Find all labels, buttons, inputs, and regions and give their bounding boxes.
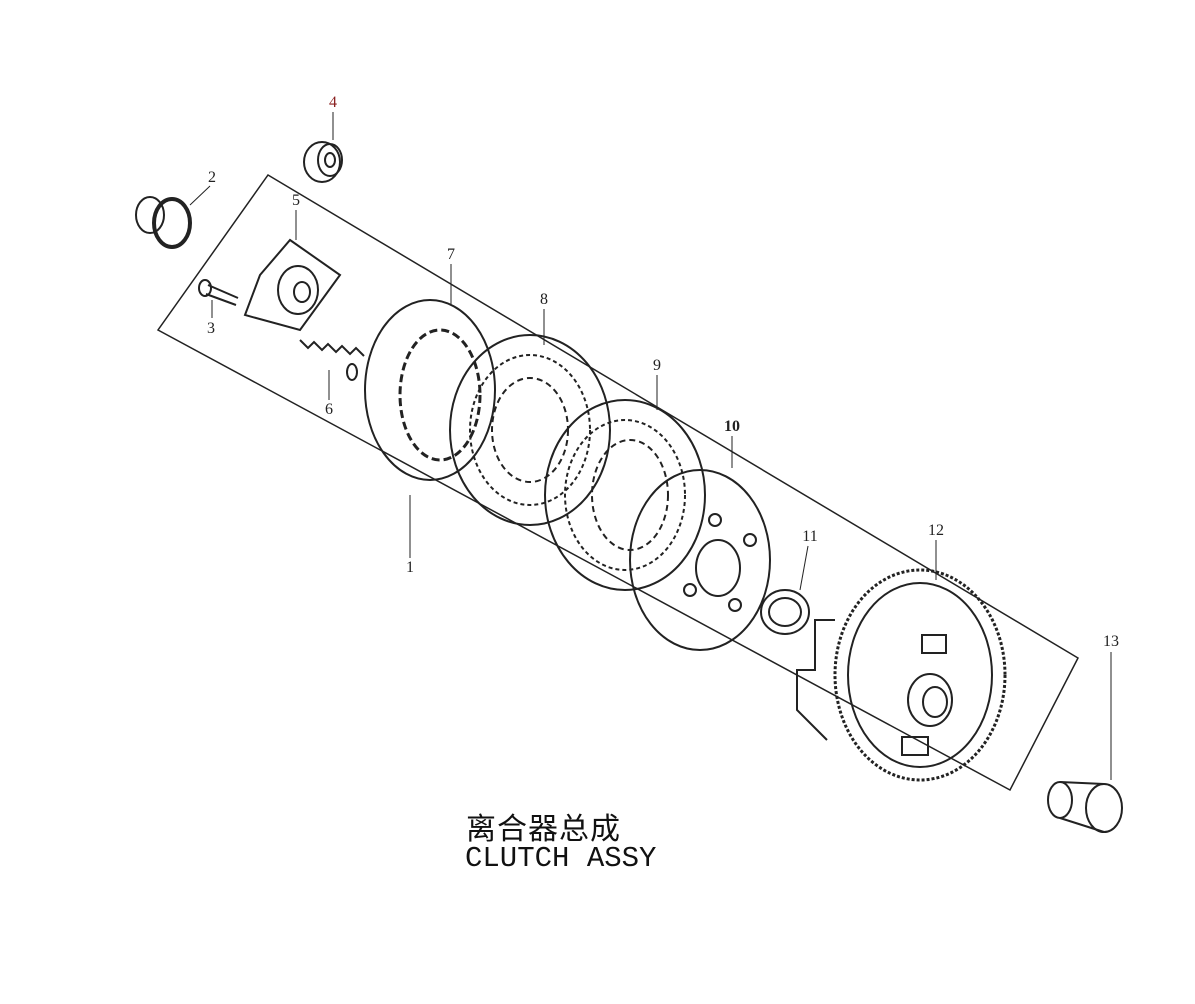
leader-lines [189,112,1112,780]
callout-5: 5 [292,192,300,209]
callout-1: 1 [406,559,414,576]
callout-12: 12 [928,522,944,539]
part-11-washer-icon [760,589,810,635]
part-9-clutch-plates-icon [544,399,706,591]
callout-9: 9 [653,357,661,374]
diagram-title-chinese: 离合器总成 [466,812,621,847]
part-2-cap-icon [135,196,192,249]
callout-13: 13 [1103,633,1119,650]
part-3-bolt-icon [198,279,239,306]
part-12-clutch-housing-icon [796,568,1007,782]
callout-2: 2 [208,169,216,186]
part-13-bushing-icon [1047,781,1123,833]
callout-10: 10 [724,418,740,435]
assembly-frame [156,174,1079,792]
part-10-clutch-hub-icon [629,469,771,651]
callout-6: 6 [325,401,333,418]
part-6-spring-icon [299,339,365,381]
callout-11: 11 [802,528,818,545]
callout-4: 4 [329,94,337,111]
part-5-lifter-plate-icon [243,238,342,332]
part-4-bearing-icon [303,141,343,183]
part-8-friction-disc-icon [449,334,611,526]
callout-8: 8 [540,291,548,308]
callout-3: 3 [207,320,215,337]
part-7-pressure-plate-icon [364,299,496,481]
callout-7: 7 [447,246,455,263]
diagram-title-english: CLUTCH ASSY [465,842,657,875]
